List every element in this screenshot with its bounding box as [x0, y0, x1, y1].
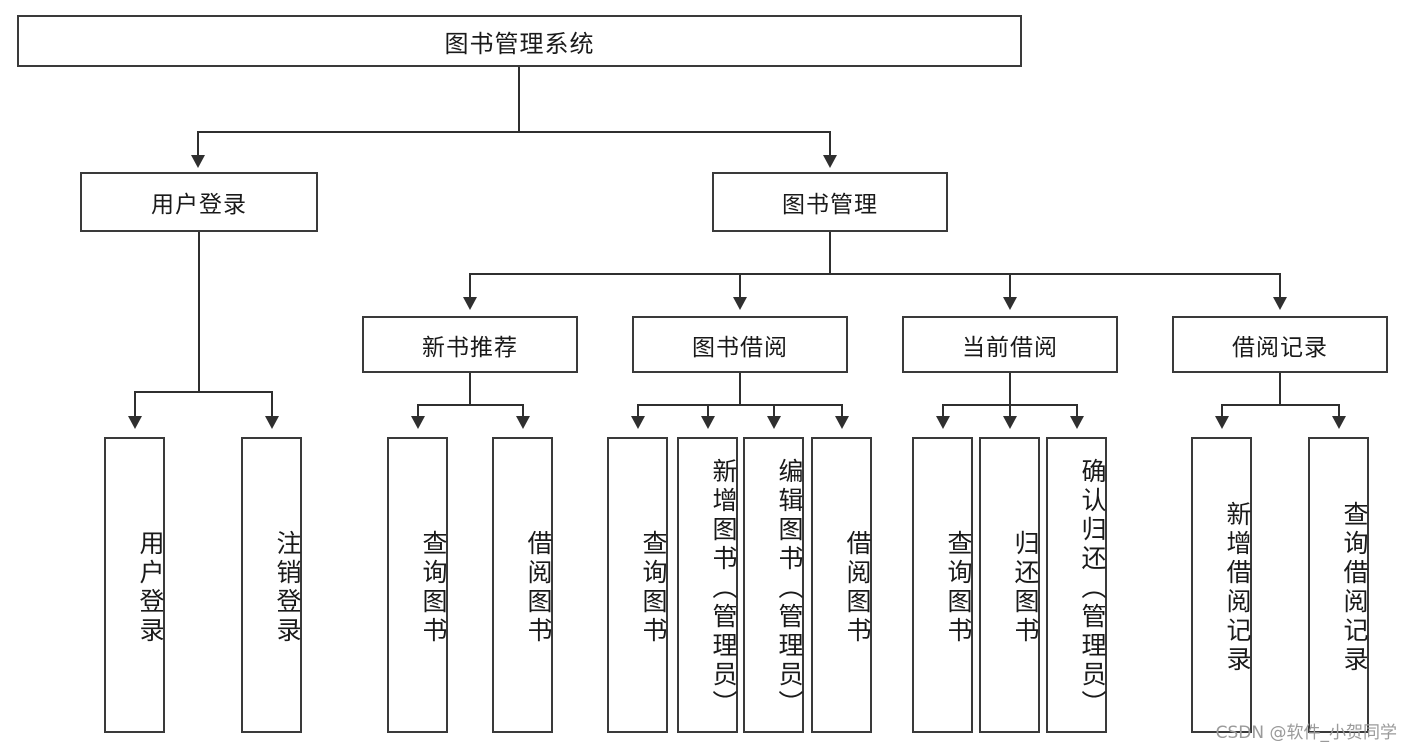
- node-label: 当前借阅: [962, 334, 1058, 361]
- node-label: 新书推荐: [422, 334, 518, 361]
- leaf-label: 编辑图书（管理员）: [775, 457, 804, 719]
- connector-level2-bus: [197, 131, 830, 133]
- leaf-label: 查询图书: [419, 530, 448, 646]
- arrowhead-user-login-2: [265, 416, 279, 429]
- connector-book-borrow-drop-4: [841, 404, 843, 417]
- node-new-book-recommend[interactable]: 新书推荐: [362, 316, 578, 373]
- connector-level3-drop-3: [1009, 273, 1011, 297]
- leaf-book-borrow-borrow-book[interactable]: 借阅图书: [811, 437, 872, 733]
- leaf-current-borrow-return-book[interactable]: 归还图书: [979, 437, 1040, 733]
- connector-current-borrow-drop-2: [1009, 404, 1011, 417]
- leaf-label: 查询图书: [639, 530, 668, 646]
- leaf-label: 借阅图书: [843, 530, 872, 646]
- arrowhead-borrow-record-2: [1332, 416, 1346, 429]
- arrowhead-level3-3: [1003, 297, 1017, 310]
- connector-current-borrow-drop-1: [942, 404, 944, 417]
- arrowhead-user-login-1: [128, 416, 142, 429]
- arrowhead-new-book-2: [516, 416, 530, 429]
- leaf-current-borrow-query-book[interactable]: 查询图书: [912, 437, 973, 733]
- connector-level3-drop-4: [1279, 273, 1281, 297]
- node-borrow-record[interactable]: 借阅记录: [1172, 316, 1388, 373]
- leaf-user-login-login[interactable]: 用户登录: [104, 437, 165, 733]
- connector-level3-drop-1: [469, 273, 471, 297]
- connector-borrow-record-drop-1: [1221, 404, 1223, 417]
- node-label: 用户登录: [151, 192, 247, 218]
- leaf-book-borrow-edit-book-admin[interactable]: 编辑图书（管理员）: [743, 437, 804, 733]
- arrowhead-book-borrow-3: [767, 416, 781, 429]
- connector-borrow-record-bus: [1221, 404, 1338, 406]
- arrowhead-book-borrow-1: [631, 416, 645, 429]
- arrowhead-current-borrow-3: [1070, 416, 1084, 429]
- connector-level2-drop-1: [197, 131, 199, 155]
- connector-book-borrow-drop-1: [637, 404, 639, 417]
- connector-new-book-bus: [417, 404, 522, 406]
- leaf-label: 新增图书（管理员）: [709, 457, 738, 719]
- connector-user-login-drop-2: [271, 391, 273, 417]
- node-book-borrow[interactable]: 图书借阅: [632, 316, 848, 373]
- node-root-book-management-system[interactable]: 图书管理系统: [17, 15, 1022, 67]
- arrowhead-level2-2: [823, 155, 837, 168]
- connector-borrow-record-stem: [1279, 373, 1281, 405]
- node-label: 图书借阅: [692, 334, 788, 361]
- node-label: 借阅记录: [1232, 334, 1328, 361]
- connector-book-management-stem: [829, 232, 831, 274]
- leaf-label: 归还图书: [1011, 530, 1040, 646]
- connector-user-login-stem: [198, 232, 200, 392]
- connector-book-borrow-drop-2: [707, 404, 709, 417]
- connector-current-borrow-drop-3: [1076, 404, 1078, 417]
- leaf-label: 查询图书: [944, 530, 973, 646]
- leaf-borrow-record-add-record[interactable]: 新增借阅记录: [1191, 437, 1252, 733]
- node-current-borrow[interactable]: 当前借阅: [902, 316, 1118, 373]
- leaf-label: 确认归还（管理员）: [1078, 457, 1107, 719]
- arrowhead-book-borrow-2: [701, 416, 715, 429]
- leaf-borrow-record-query-record[interactable]: 查询借阅记录: [1308, 437, 1369, 733]
- node-label: 图书管理: [782, 192, 878, 218]
- connector-user-login-drop-1: [134, 391, 136, 417]
- leaf-new-book-borrow-book[interactable]: 借阅图书: [492, 437, 553, 733]
- connector-book-borrow-stem: [739, 373, 741, 405]
- arrowhead-level3-2: [733, 297, 747, 310]
- connector-book-borrow-bus: [637, 404, 842, 406]
- connector-level3-drop-2: [739, 273, 741, 297]
- leaf-label: 查询借阅记录: [1340, 501, 1369, 675]
- node-book-management[interactable]: 图书管理: [712, 172, 948, 232]
- leaf-new-book-query-book[interactable]: 查询图书: [387, 437, 448, 733]
- arrowhead-book-borrow-4: [835, 416, 849, 429]
- leaf-book-borrow-add-book-admin[interactable]: 新增图书（管理员）: [677, 437, 738, 733]
- leaf-label: 用户登录: [136, 530, 165, 646]
- leaf-label: 借阅图书: [524, 530, 553, 646]
- connector-book-borrow-drop-3: [773, 404, 775, 417]
- connector-user-login-bus: [134, 391, 271, 393]
- arrowhead-level3-4: [1273, 297, 1287, 310]
- node-user-login[interactable]: 用户登录: [80, 172, 318, 232]
- arrowhead-current-borrow-2: [1003, 416, 1017, 429]
- leaf-book-borrow-query-book[interactable]: 查询图书: [607, 437, 668, 733]
- connector-current-borrow-stem: [1009, 373, 1011, 405]
- node-label: 图书管理系统: [444, 29, 595, 58]
- connector-root-stem: [518, 67, 520, 132]
- connector-level2-drop-2: [829, 131, 831, 155]
- leaf-label: 新增借阅记录: [1223, 501, 1252, 675]
- arrowhead-current-borrow-1: [936, 416, 950, 429]
- connector-borrow-record-drop-2: [1338, 404, 1340, 417]
- arrowhead-level3-1: [463, 297, 477, 310]
- leaf-user-login-logout[interactable]: 注销登录: [241, 437, 302, 733]
- connector-new-book-stem: [469, 373, 471, 405]
- connector-new-book-drop-1: [417, 404, 419, 417]
- leaf-label: 注销登录: [273, 530, 302, 646]
- connector-level3-bus: [469, 273, 1281, 275]
- arrowhead-new-book-1: [411, 416, 425, 429]
- csdn-watermark: CSDN @软件_小贺同学: [1215, 723, 1397, 743]
- arrowhead-level2-1: [191, 155, 205, 168]
- arrowhead-borrow-record-1: [1215, 416, 1229, 429]
- connector-new-book-drop-2: [522, 404, 524, 417]
- leaf-current-borrow-confirm-return-admin[interactable]: 确认归还（管理员）: [1046, 437, 1107, 733]
